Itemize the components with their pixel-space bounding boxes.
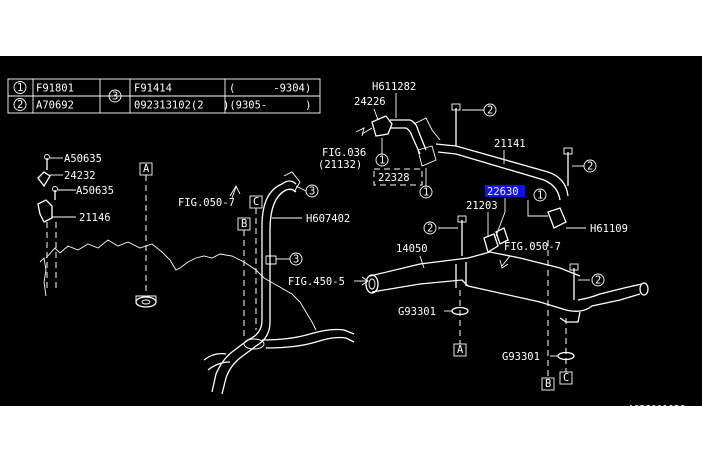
label-g93301-left: G93301 <box>398 306 436 318</box>
label-24226: 24226 <box>354 96 386 108</box>
svg-text:C: C <box>563 372 569 384</box>
legend-code-a70692: A70692 <box>36 100 74 112</box>
label-21141: 21141 <box>494 138 526 150</box>
label-fig036: FIG.036 <box>322 147 366 159</box>
legend-range-2: )(9305- ) <box>223 100 312 112</box>
svg-text:3: 3 <box>309 186 315 198</box>
label-h607402: H607402 <box>306 213 350 225</box>
marker-a-left: A <box>135 162 157 308</box>
legend-range-1: ( -9304) <box>229 83 311 95</box>
label-h61109: H61109 <box>590 223 628 235</box>
label-22328: 22328 <box>378 172 410 184</box>
svg-text:1: 1 <box>537 190 543 202</box>
label-fig450: FIG.450-5 <box>288 276 345 288</box>
svg-text:1: 1 <box>379 155 385 167</box>
label-fig050-right: FIG.050-7 <box>504 241 561 253</box>
watermark-code: A026001036 <box>628 404 685 415</box>
legend-num-3: 3 <box>112 91 118 103</box>
svg-text:B: B <box>241 218 247 230</box>
svg-text:2: 2 <box>487 105 493 117</box>
svg-text:3: 3 <box>293 254 299 266</box>
svg-text:A: A <box>457 344 464 356</box>
svg-text:C: C <box>253 196 259 208</box>
diagram-background <box>0 56 702 406</box>
svg-text:2: 2 <box>587 161 593 173</box>
legend-num-1: 1 <box>17 82 23 94</box>
label-g93301-right: G93301 <box>502 351 540 363</box>
label-21146: 21146 <box>79 212 111 224</box>
left-sensor-group: A50635 24232 A50635 21146 <box>37 153 114 290</box>
center-hose-group: FIG.050-7 3 H607402 3 C B <box>178 171 355 395</box>
label-h611282: H611282 <box>372 81 416 93</box>
label-fig050-left: FIG.050-7 <box>178 197 235 209</box>
svg-text:2: 2 <box>427 223 433 235</box>
label-fig036-sub: (21132) <box>318 159 362 171</box>
label-22630[interactable]: 22630 <box>487 186 519 198</box>
highlight-22630 <box>485 185 525 197</box>
legend-num-2: 2 <box>17 99 23 111</box>
label-21203: 21203 <box>466 200 498 212</box>
legend-part-f91414: F91414 <box>134 83 172 95</box>
svg-text:A: A <box>143 163 150 175</box>
svg-text:2: 2 <box>595 275 601 287</box>
label-a50635-mid: A50635 <box>76 185 114 197</box>
svg-text:B: B <box>545 378 551 390</box>
label-14050: 14050 <box>396 243 428 255</box>
legend-part-092313102: 092313102(2 <box>134 100 204 112</box>
legend-table: 1 F91801 2 A70692 3 F91414 ( -9304) 0923… <box>7 78 321 114</box>
label-24232: 24232 <box>64 170 96 182</box>
svg-text:1: 1 <box>423 187 429 199</box>
label-a50635-top: A50635 <box>64 153 102 165</box>
right-assembly: H611282 24226 FIG.036 (21132) 1 1 22328 … <box>318 81 649 391</box>
engine-block-outline <box>45 239 317 331</box>
legend-code-f91801: F91801 <box>36 83 74 95</box>
